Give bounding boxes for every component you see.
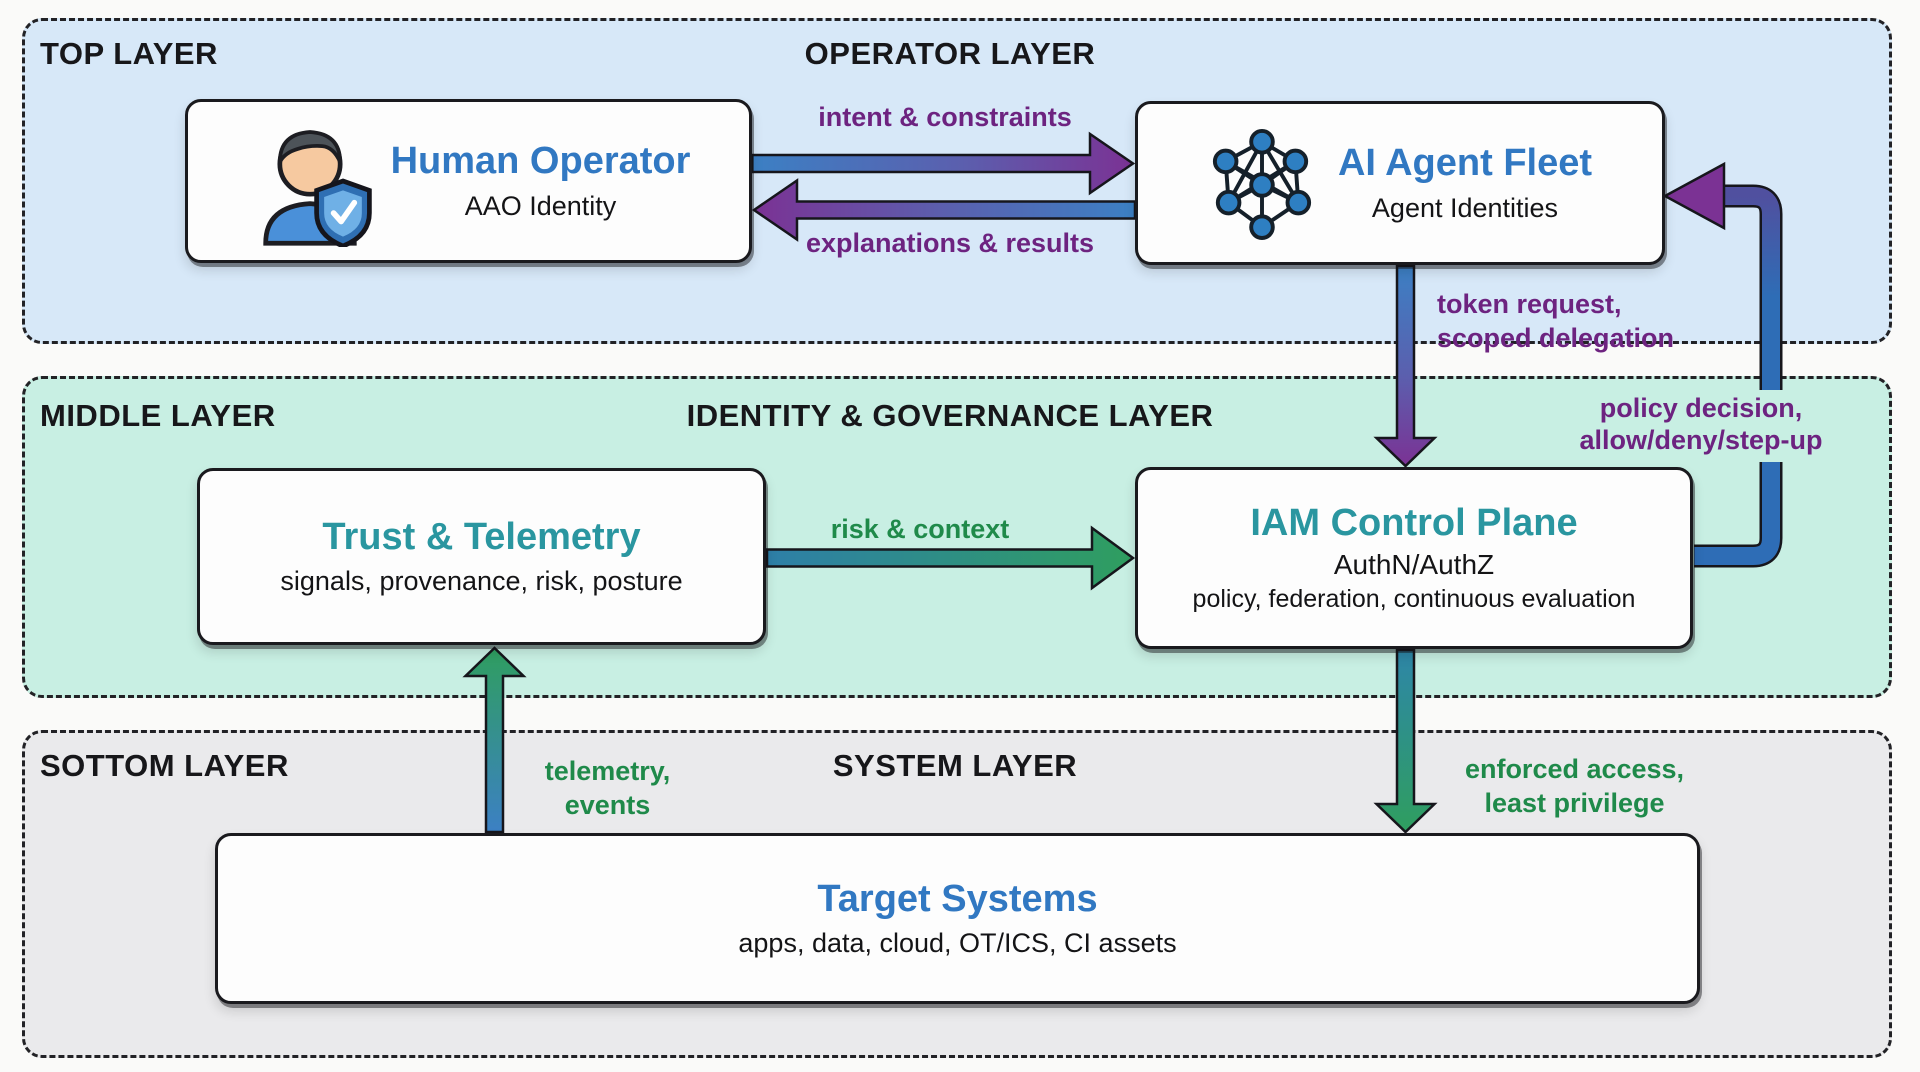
token-request-line1: token request, — [1437, 289, 1622, 319]
person-shield-icon — [247, 115, 373, 247]
iam-control-plane-box: IAM Control Plane AuthN/AuthZ policy, fe… — [1135, 467, 1693, 649]
trust-telemetry-title: Trust & Telemetry — [322, 515, 641, 558]
policy-decision-line1: policy decision, — [1599, 393, 1803, 423]
enforced-access-line2: least privilege — [1484, 788, 1665, 818]
human-operator-title: Human Operator — [390, 140, 691, 183]
telemetry-events-line1: telemetry, — [544, 756, 671, 786]
middle-layer-label: MIDDLE LAYER — [40, 398, 276, 433]
token-request-label: token request, scoped delegation — [1437, 287, 1674, 355]
bottom-layer-label: SOTTOM LAYER — [40, 748, 289, 783]
trust-telemetry-box: Trust & Telemetry signals, provenance, r… — [197, 468, 766, 645]
explanations-results-label: explanations & results — [805, 228, 1095, 258]
network-graph-icon — [1208, 124, 1316, 242]
telemetry-events-line2: events — [564, 790, 651, 820]
human-operator-subtitle: AAO Identity — [464, 190, 617, 221]
target-systems-title: Target Systems — [817, 877, 1098, 920]
iam-control-plane-detail: policy, federation, continuous evaluatio… — [1192, 585, 1636, 614]
policy-decision-line2: allow/deny/step-up — [1579, 425, 1823, 455]
ai-agent-fleet-box: AI Agent Fleet Agent Identities — [1135, 101, 1665, 265]
trust-telemetry-subtitle: signals, provenance, risk, posture — [280, 566, 683, 597]
target-systems-subtitle: apps, data, cloud, OT/ICS, CI assets — [738, 928, 1177, 959]
ai-agent-fleet-subtitle: Agent Identities — [1371, 192, 1559, 223]
top-layer-label: TOP LAYER — [40, 36, 218, 71]
ai-agent-fleet-title: AI Agent Fleet — [1337, 142, 1593, 185]
enforced-access-line1: enforced access, — [1464, 754, 1685, 784]
iam-control-plane-subtitle: AuthN/AuthZ — [1333, 548, 1495, 580]
system-layer-label: SYSTEM LAYER — [832, 748, 1078, 783]
policy-decision-label: policy decision, allow/deny/step-up — [1545, 390, 1857, 462]
enforced-access-label: enforced access, least privilege — [1432, 752, 1717, 820]
token-request-line2: scoped delegation — [1437, 323, 1675, 353]
intent-constraints-label: intent & constraints — [818, 102, 1072, 132]
risk-context-label: risk & context — [830, 514, 1010, 544]
telemetry-events-label: telemetry, events — [520, 754, 695, 822]
identity-governance-layer-label: IDENTITY & GOVERNANCE LAYER — [686, 398, 1214, 433]
iam-control-plane-title: IAM Control Plane — [1250, 502, 1578, 545]
target-systems-box: Target Systems apps, data, cloud, OT/ICS… — [215, 833, 1700, 1004]
operator-layer-label: OPERATOR LAYER — [804, 36, 1096, 71]
human-operator-box: Human Operator AAO Identity — [185, 99, 752, 263]
